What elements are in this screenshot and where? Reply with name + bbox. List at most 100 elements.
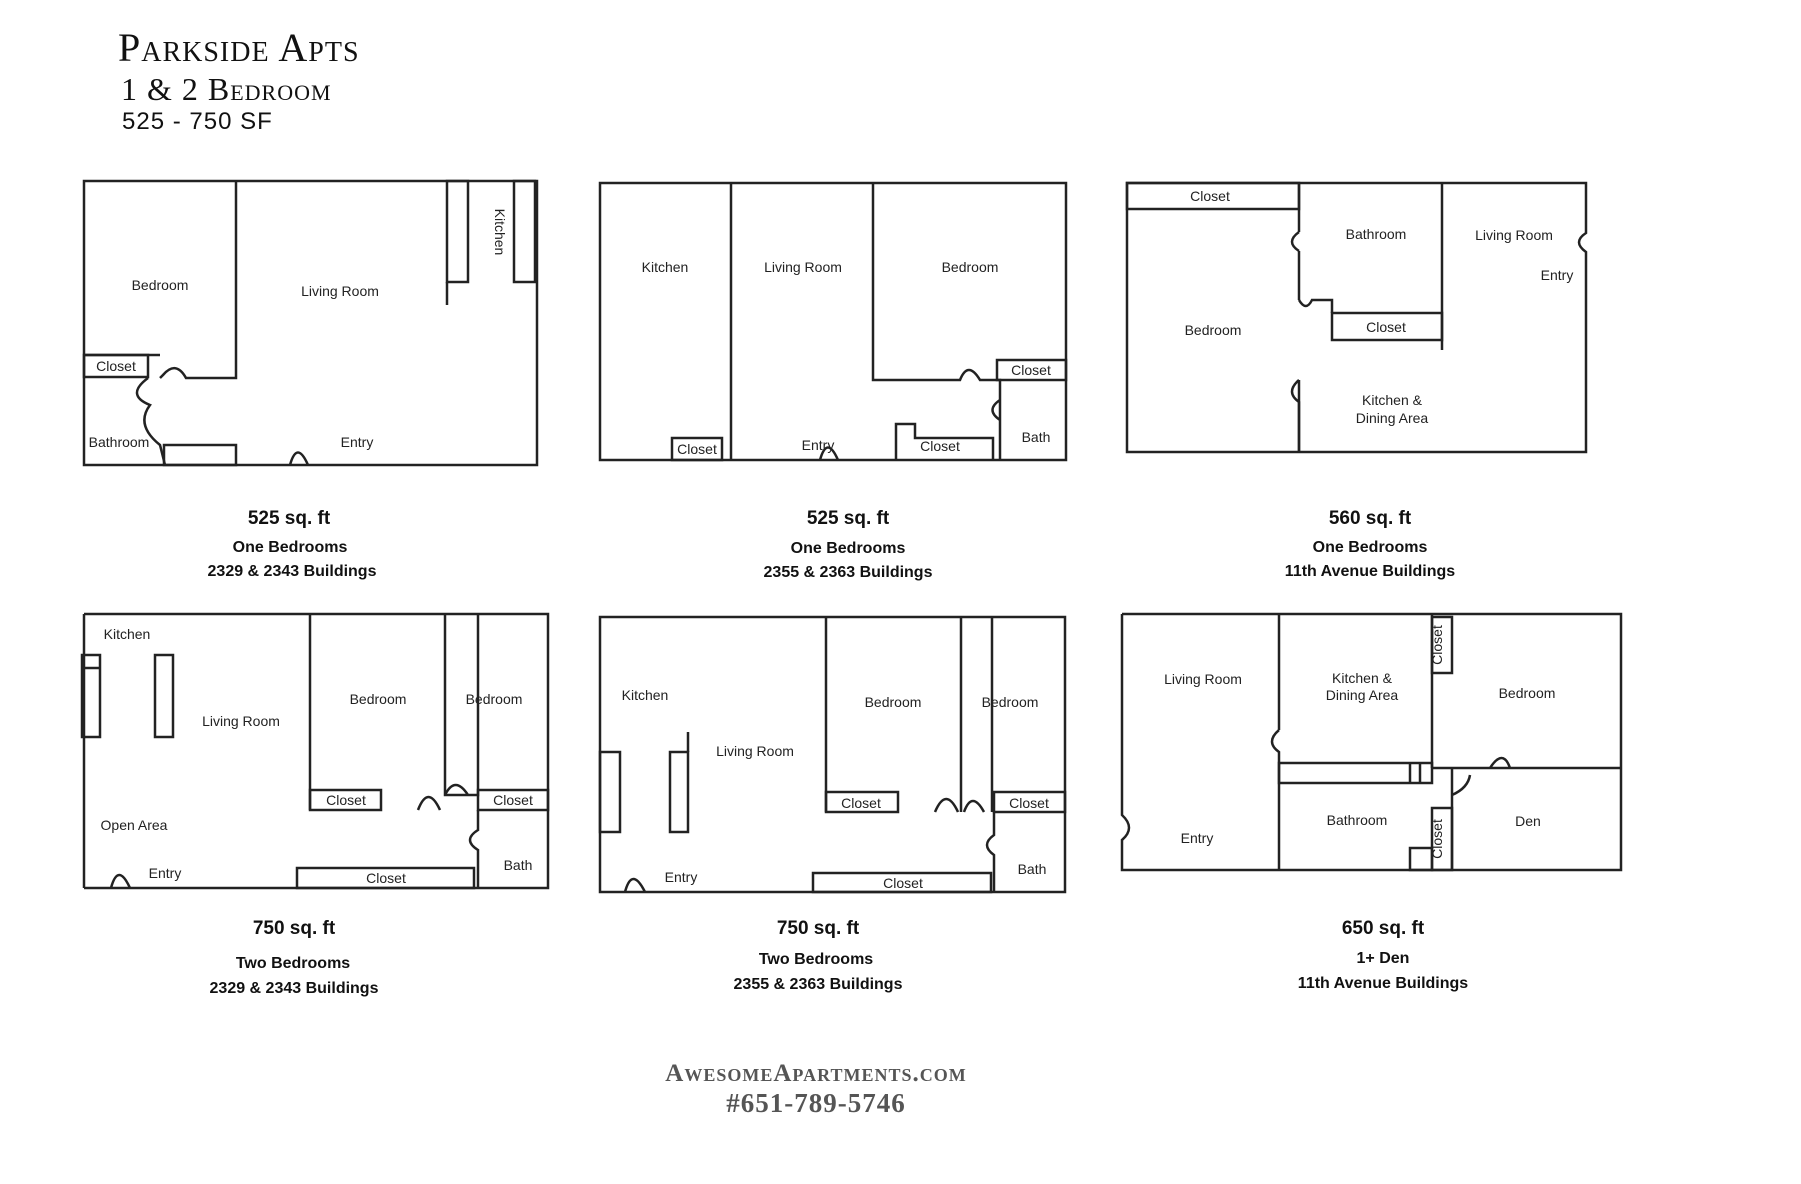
plan-4-room-kitchen: Kitchen	[104, 626, 151, 642]
plan-4-kitchen-counter-2	[153, 653, 175, 739]
plan-2-closet-kitchen	[670, 436, 724, 462]
plan-1-room-living: Living Room	[301, 283, 379, 299]
floor-plan-6: Living Room Kitchen & Dining Area Bedroo…	[1120, 612, 1623, 872]
plan-5-entry-door	[623, 877, 647, 893]
plan-6-room-bathroom: Bathroom	[1327, 812, 1388, 828]
plan-5-closet-bed2	[992, 790, 1067, 814]
plan-5-room-bath: Bath	[1018, 861, 1047, 877]
plan-6-closet-bath	[1430, 806, 1454, 872]
plan-6-room-den: Den	[1515, 813, 1541, 829]
plan-6-room-kitchen-2: Dining Area	[1326, 687, 1399, 703]
plan-1-bath-counter	[162, 443, 238, 467]
plan-3-room-bedroom: Bedroom	[1185, 322, 1242, 338]
plan-6-room-closet-2: Closet	[1429, 819, 1445, 859]
plan-4-room-bath: Bath	[504, 857, 533, 873]
plan-6-den-wall	[1450, 768, 1472, 870]
plan-1-size: 525 sq. ft	[248, 508, 331, 529]
plan-4-bedroom-walls	[308, 614, 480, 810]
plan-1-kitchen-counter-right	[512, 179, 537, 284]
plan-1-type: One Bedrooms	[233, 539, 348, 556]
plan-2-type: One Bedrooms	[791, 540, 906, 557]
plan-6-room-kitchen-1: Kitchen &	[1332, 670, 1393, 686]
plan-6-closet-top	[1430, 615, 1454, 675]
size-range: 525 - 750 SF	[122, 108, 273, 135]
plan-1-room-bathroom: Bathroom	[89, 434, 150, 450]
plan-5-bedroom-walls	[824, 617, 994, 812]
plan-2-entry-door	[818, 446, 840, 461]
plan-1-kitchen-counter-left	[445, 179, 470, 284]
plan-6-counter	[1277, 761, 1434, 785]
plan-4-kitchen-counter-1	[80, 653, 102, 739]
plan-6-type: 1+ Den	[1357, 950, 1410, 967]
plan-3-type: One Bedrooms	[1313, 539, 1428, 556]
plan-1-room-closet: Closet	[96, 358, 136, 374]
plan-1-outline	[82, 179, 539, 467]
plan-4-room-living: Living Room	[202, 713, 280, 729]
plan-3-room-kitchen-2: Dining Area	[1356, 410, 1429, 426]
floor-plan-2: Kitchen Living Room Bedroom Closet Close…	[598, 181, 1068, 462]
plan-4-room-bedroom-2: Bedroom	[466, 691, 523, 707]
plan-2-buildings: 2355 & 2363 Buildings	[764, 564, 933, 581]
plan-2-room-bath: Bath	[1022, 429, 1051, 445]
plan-2-walls	[729, 183, 1002, 460]
plan-2-bath-door	[991, 398, 1001, 422]
plan-6-room-closet-1: Closet	[1429, 625, 1445, 665]
footer-phone: #651-789-5746	[726, 1088, 906, 1118]
plan-3-size: 560 sq. ft	[1329, 508, 1412, 529]
plan-4-buildings: 2329 & 2343 Buildings	[210, 980, 379, 997]
plan-5-room-entry: Entry	[665, 869, 698, 885]
plan-4-room-bedroom-1: Bedroom	[350, 691, 407, 707]
plan-2-size: 525 sq. ft	[807, 508, 890, 529]
page-subtitle: 1 & 2 Bedroom	[121, 71, 332, 107]
plan-5-room-kitchen: Kitchen	[622, 687, 669, 703]
plan-6-bath-fixture	[1408, 846, 1434, 872]
plan-5-type: Two Bedrooms	[759, 951, 873, 968]
plan-2-room-closet-1: Closet	[1011, 362, 1051, 378]
plan-6-room-living: Living Room	[1164, 671, 1242, 687]
plan-2-closet-entry	[894, 422, 995, 460]
plan-4-room-closet-1: Closet	[326, 792, 366, 808]
plan-2-closet-bedroom	[995, 358, 1068, 382]
plan-1-closet	[82, 353, 150, 379]
plan-2-outline	[598, 181, 1068, 462]
plan-4-closet-entry	[295, 866, 476, 890]
plan-6-buildings: 11th Avenue Buildings	[1298, 975, 1469, 992]
plan-3-room-closet-top: Closet	[1190, 188, 1230, 204]
plan-5-room-bedroom-2: Bedroom	[982, 694, 1039, 710]
plan-2-room-entry: Entry	[802, 437, 835, 453]
floor-plan-3: Closet Bathroom Living Room Entry Bedroo…	[1125, 181, 1588, 454]
plan-1-buildings: 2329 & 2343 Buildings	[208, 563, 377, 580]
plan-2-room-closet-2: Closet	[677, 441, 717, 457]
plan-6-outline	[1120, 612, 1623, 872]
plan-4-type: Two Bedrooms	[236, 955, 350, 972]
plan-4-closet-bed2	[476, 788, 550, 812]
plan-2-room-closet-3: Closet	[920, 438, 960, 454]
plan-1-bath-door	[135, 376, 167, 466]
plan-1-room-kitchen: Kitchen	[492, 209, 508, 256]
plan-5-room-closet-3: Closet	[883, 875, 923, 891]
plan-3-bath-door	[1297, 298, 1334, 313]
plan-5-closet-bed1	[824, 790, 900, 814]
plan-2-room-living: Living Room	[764, 259, 842, 275]
plan-5-kitchen-counter	[598, 750, 622, 834]
plan-3-room-entry: Entry	[1541, 267, 1574, 283]
plan-5-buildings: 2355 & 2363 Buildings	[734, 976, 903, 993]
plan-4-closet-bed1	[308, 788, 383, 812]
plan-4-entry-door	[109, 873, 132, 889]
floor-plan-1: Bedroom Living Room Kitchen Closet Bathr…	[82, 179, 539, 467]
plan-3-room-living: Living Room	[1475, 227, 1553, 243]
plan-6-room-bedroom: Bedroom	[1499, 685, 1556, 701]
plan-2-room-kitchen: Kitchen	[642, 259, 689, 275]
plan-3-outline	[1125, 181, 1588, 454]
floor-plan-5: Kitchen Living Room Bedroom Bedroom Clos…	[598, 615, 1067, 894]
plan-3-room-bathroom: Bathroom	[1346, 226, 1407, 242]
plan-1-room-bedroom: Bedroom	[132, 277, 189, 293]
plan-4-room-open-area: Open Area	[101, 817, 168, 833]
plan-6-room-entry: Entry	[1181, 830, 1214, 846]
plan-1-room-entry: Entry	[341, 434, 374, 450]
plan-3-room-closet-mid: Closet	[1366, 319, 1406, 335]
plan-2-room-bedroom: Bedroom	[942, 259, 999, 275]
plan-5-bath-door	[985, 812, 996, 892]
plan-4-room-closet-3: Closet	[366, 870, 406, 886]
